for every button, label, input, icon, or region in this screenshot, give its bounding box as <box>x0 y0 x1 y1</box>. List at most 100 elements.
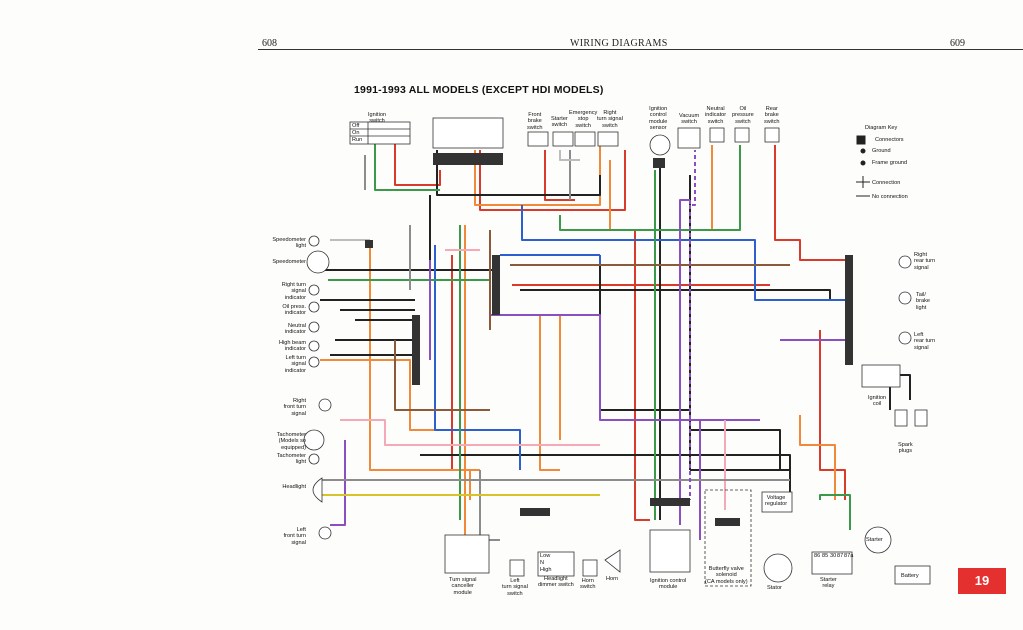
canceller-label: Turn signal canceller module <box>449 577 477 596</box>
front-brake-switch-box <box>527 131 549 147</box>
wire-grey <box>320 150 790 541</box>
switch-pos-run: Run <box>352 137 363 143</box>
icm-sensor-label: Ignition control module sensor <box>649 106 668 131</box>
starter-relay-box <box>811 551 853 575</box>
spark-plug-right <box>914 409 928 427</box>
right-turn-indicator-label: Right turn signal indicator <box>281 282 306 301</box>
starter-switch-box <box>552 131 574 147</box>
switch-pos-off: Off <box>352 123 360 129</box>
ignition-coil-label: Ignition coil <box>868 395 887 408</box>
canceller-connector <box>520 508 550 516</box>
wire-pink <box>340 249 726 510</box>
key-connection-label: Connection <box>872 180 901 186</box>
right-turn-switch-label: Right turn signal switch <box>597 110 623 129</box>
starter-label: Starter <box>866 537 883 543</box>
relay-terminal-86: 86 <box>814 553 821 559</box>
page-badge: 19 <box>958 568 1006 594</box>
high-beam-indicator-label: High beam indicator <box>278 340 306 353</box>
left-turn-switch-label: Left turn signal switch <box>502 578 528 597</box>
voltage-regulator-label: Voltage regulator <box>765 495 788 508</box>
stator-label: Stator <box>767 585 782 591</box>
spark-plugs-label: Spark plugs <box>898 442 913 455</box>
relay-terminal-87: 87 <box>837 553 844 559</box>
right-front-signal-label: Right front turn signal <box>283 398 306 417</box>
main-harness-connector <box>492 255 500 315</box>
solenoid-connector <box>715 518 740 526</box>
starter-motor <box>864 526 892 554</box>
dimmer-pos-high: High <box>540 567 552 573</box>
wire-dashed <box>689 150 696 500</box>
icm-label: Ignition control module <box>650 578 687 591</box>
tachometer-label: Tachometer (Models so equipped) <box>276 432 306 451</box>
neutral-switch-box <box>709 127 725 143</box>
neutral-indicator-label: Neutral indicator <box>284 323 306 336</box>
starter-relay-label: Starter relay <box>820 577 837 590</box>
speedometer-label: Speedometer <box>272 259 306 265</box>
icm-sensor-circle <box>649 134 671 156</box>
tail-light-bulb <box>898 291 912 305</box>
tail-brake-light-label: Tail/ brake light <box>916 292 930 311</box>
right-page-number: 609 <box>950 38 965 49</box>
neutral-switch-label: Neutral indicator switch <box>705 106 727 125</box>
battery-box <box>894 565 931 585</box>
horn-shape <box>604 549 621 573</box>
left-turn-indicator-label: Left turn signal indicator <box>284 355 306 374</box>
ignition-switch <box>349 121 411 145</box>
key-no-connection-label: No connection <box>872 194 908 200</box>
dimmer-switch-label: Headlight dimmer switch <box>538 576 574 589</box>
tachometer-light-label: Tachometer light <box>276 453 306 466</box>
battery-label: Battery <box>901 573 919 579</box>
left-front-signal-label: Left front turn signal <box>283 527 306 546</box>
key-connectors-label: Connectors <box>875 137 904 143</box>
wire-blue <box>434 145 848 470</box>
speedometer-light-bulb <box>308 235 320 247</box>
wire-brown <box>394 230 790 411</box>
diagram-title: 1991-1993 ALL MODELS (EXCEPT HDI MODELS) <box>354 84 604 96</box>
ignition-coil-box <box>861 364 901 388</box>
wire-violet <box>330 199 848 540</box>
tachometer-gauge <box>303 429 325 451</box>
emergency-stop-switch-label: Emergency stop switch <box>569 110 598 129</box>
relay-terminal-87a: 87a <box>844 553 854 559</box>
speedo-connector <box>365 240 373 248</box>
oil-pressure-switch-label: Oil pressure switch <box>732 106 754 125</box>
key-ground-label: Ground <box>872 148 891 154</box>
dimmer-pos-low: Low <box>540 553 551 559</box>
voltage-regulator-box <box>761 491 793 513</box>
oil-pressure-switch-box <box>734 127 750 143</box>
speedometer-gauge <box>306 250 330 274</box>
left-rear-signal-label: Left rear turn signal <box>914 332 936 351</box>
horn-switch-box <box>582 559 598 577</box>
wire-white <box>330 150 580 241</box>
dimmer-switch-box <box>537 551 575 577</box>
vacuum-switch-label: Vacuum switch <box>679 113 700 126</box>
relay-terminal-85: 85 <box>822 553 829 559</box>
starter-switch-label: Starter switch <box>551 116 568 129</box>
fuse-block <box>432 117 504 149</box>
solenoid-label: Butterfly valve solenoid (CA models only… <box>705 566 748 585</box>
left-front-signal-bulb <box>318 526 332 540</box>
relay-terminal-30: 30 <box>830 553 837 559</box>
wire-black <box>320 150 911 520</box>
icm-connector <box>650 498 690 506</box>
rear-harness-connector <box>845 255 853 365</box>
oil-press-indicator-label: Oil press. indicator <box>282 304 306 317</box>
diagram-key-title: Diagram Key <box>865 125 898 131</box>
diagram-key-symbols <box>856 135 870 197</box>
right-rear-signal-bulb <box>898 255 912 269</box>
dimmer-pos-n: N <box>540 560 545 566</box>
rear-brake-switch-label: Rear brake switch <box>764 106 780 125</box>
headlight-label: Headlight <box>282 484 306 490</box>
horn-switch-label: Horn switch <box>580 578 596 591</box>
solenoid-dash-box <box>704 489 752 587</box>
sensor-connector <box>653 158 665 168</box>
ignition-switch-label: Ignition switch <box>368 112 387 125</box>
key-frame-ground-label: Frame ground <box>872 160 908 166</box>
wire-red <box>394 130 851 521</box>
right-turn-switch-box <box>597 131 619 147</box>
emergency-stop-switch-box <box>574 131 596 147</box>
left-turn-switch-box <box>509 559 525 577</box>
headlight-lamp <box>312 477 323 503</box>
